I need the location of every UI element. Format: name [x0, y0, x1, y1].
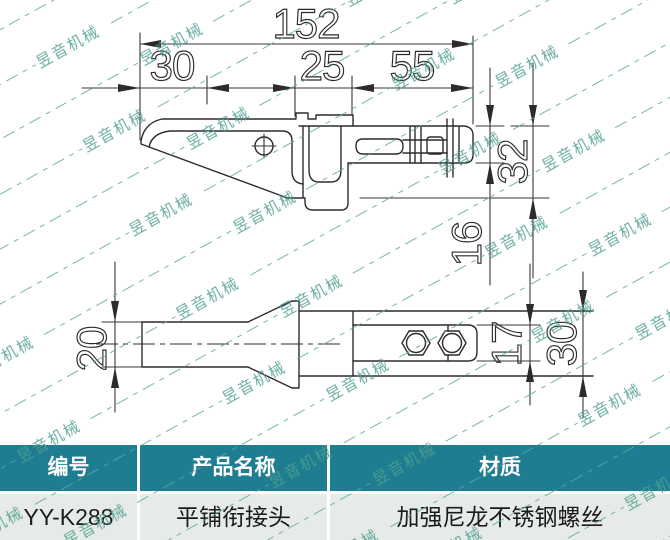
plan-shaft — [141, 321, 249, 368]
dim-shaft-thickness: 16 — [443, 222, 490, 267]
spec-col-material: 材质 加强尼龙不锈钢螺丝 — [330, 445, 670, 540]
dim-bar-outer-width: 30 — [538, 322, 585, 367]
dim-body-height: 32 — [489, 140, 536, 185]
shaft-slot — [355, 138, 404, 155]
hex-nut-right — [437, 330, 467, 356]
plan-view-dimensions: 20 17 30 — [67, 261, 587, 419]
spec-col-number: 编号 YY-K288 — [0, 445, 137, 540]
spec-header-product-name: 产品名称 — [140, 445, 327, 491]
side-view — [140, 112, 474, 211]
dim-seg-mid: 25 — [300, 42, 345, 89]
spec-value-product-name: 平铺衔接头 — [140, 494, 327, 540]
spec-header-material: 材质 — [330, 445, 670, 491]
rivet-hole-crosshair — [251, 133, 277, 159]
spec-header-number: 编号 — [0, 445, 137, 491]
hex-nut-left — [401, 330, 431, 356]
dim-seg-left: 30 — [150, 42, 195, 89]
shaft-hatch-lines — [409, 126, 460, 164]
side-view-outline — [140, 112, 474, 211]
spec-value-material: 加强尼龙不锈钢螺丝 — [330, 494, 670, 540]
dim-bar-inner-width: 17 — [483, 322, 530, 367]
spec-table: 编号 YY-K288 产品名称 平铺衔接头 材质 加强尼龙不锈钢螺丝 — [0, 445, 670, 540]
dim-overall-length: 152 — [272, 0, 339, 47]
side-view-dimensions: 152 30 25 55 16 32 — [81, 0, 550, 286]
dim-seg-right: 55 — [390, 42, 435, 89]
cross-pin — [446, 118, 454, 178]
dim-shaft-width: 20 — [68, 327, 115, 372]
spec-value-number: YY-K288 — [0, 494, 137, 540]
spec-col-product-name: 产品名称 平铺衔接头 — [140, 445, 327, 540]
hook-slot — [308, 125, 342, 183]
